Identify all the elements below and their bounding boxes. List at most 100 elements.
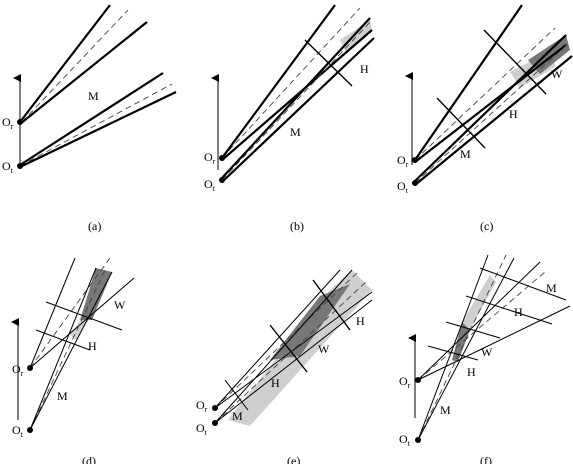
transmitter-origin-label: Ot [397, 179, 409, 195]
transmitter-origin-dot [212, 420, 218, 426]
panel-a: Or Ot M (a) [2, 4, 177, 233]
receiver-beam-edge [221, 29, 373, 161]
receiver-origin-dot [219, 155, 225, 161]
receiver-beam-edge [414, 4, 523, 161]
transmitter-beam-edge [214, 299, 373, 424]
receiver-beam-axis [417, 271, 546, 381]
transmitter-origin-dot [27, 427, 33, 433]
receiver-origin-label: Or [204, 150, 216, 166]
transmitter-origin-dot [415, 437, 421, 443]
region-label-h: H [88, 339, 97, 353]
transmitter-beam-edge [414, 34, 567, 182]
receiver-origin-dot [17, 119, 23, 125]
range-gate-line [479, 267, 567, 301]
transmitter-origin-label: Ot [204, 177, 216, 193]
caption-b: (b) [290, 219, 304, 233]
range-gate-line [312, 279, 351, 331]
region-label-w: W [318, 342, 330, 356]
transmitter-beam-axis [417, 254, 507, 441]
receiver-beam-edge [19, 4, 111, 123]
region-label-m: M [440, 403, 451, 417]
region-label-m: M [57, 389, 68, 403]
panel-f: Or Ot M H W H M (f) [399, 254, 571, 464]
region-label-h: H [514, 305, 523, 319]
receiver-beam-axis [221, 7, 361, 159]
transmitter-beam-axis [414, 41, 571, 184]
range-gate-line [465, 295, 553, 325]
transmitter-origin-label: Ot [196, 421, 208, 437]
panel-c: Or Ot W H M (c) [397, 4, 573, 233]
region-label-w: W [481, 345, 493, 359]
receiver-beam-edge [214, 269, 341, 409]
transmitter-beam-edge [19, 72, 164, 166]
receiver-beam-axis [214, 271, 359, 409]
transmitter-beam-edge [417, 254, 489, 441]
region-label-w: W [114, 298, 126, 312]
receiver-origin-dot [212, 405, 218, 411]
region-label-m: M [546, 281, 557, 295]
transmitter-beam-edge [19, 91, 177, 168]
region-label-m: M [232, 409, 243, 423]
region-label-h: H [467, 365, 476, 379]
range-gate-line [45, 301, 123, 331]
receiver-origin-dot [27, 365, 33, 371]
region-label-m: M [290, 125, 301, 139]
range-gate-line [224, 379, 249, 411]
overlap-region-shading-dark [528, 35, 570, 74]
transmitter-beam-axis [221, 19, 373, 181]
transmitter-beam-edge [414, 55, 573, 186]
region-label-m: M [460, 147, 471, 161]
beam-region-shading-light [462, 275, 496, 330]
region-label-h: H [271, 376, 280, 390]
transmitter-beam-edge [29, 271, 113, 431]
caption-a: (a) [88, 219, 101, 233]
region-label-m: M [88, 89, 99, 103]
receiver-origin-dot [412, 157, 418, 163]
overlap-region-shading-dark [452, 322, 470, 362]
receiver-beam-edge [414, 44, 567, 163]
transmitter-origin-label: Ot [399, 432, 411, 448]
transmitter-beam-edge [214, 269, 353, 424]
transmitter-origin-dot [219, 177, 225, 183]
region-label-h: H [360, 62, 369, 76]
range-gate-line [436, 97, 486, 149]
caption-c: (c) [480, 219, 493, 233]
panel-e: Or Ot H W H M (e) [196, 269, 373, 464]
overlap-region-shading-dark [80, 268, 112, 320]
caption-e: (e) [287, 454, 300, 464]
receiver-origin-label: Or [2, 115, 14, 131]
receiver-beam-edge [417, 305, 571, 381]
region-label-h: H [509, 107, 518, 121]
receiver-beam-edge [221, 4, 336, 159]
caption-f: (f) [480, 454, 492, 464]
transmitter-beam-edge [221, 37, 375, 183]
range-gate-line [427, 345, 479, 361]
transmitter-beam-edge [417, 257, 515, 441]
region-label-w: W [551, 67, 563, 81]
range-gate-line [35, 329, 91, 351]
transmitter-origin-dot [17, 163, 23, 169]
transmitter-beam-edge [221, 17, 371, 179]
panel-b: Or Ot H M (b) [204, 4, 375, 233]
transmitter-beam-axis [19, 83, 173, 167]
receiver-origin-label: Or [196, 398, 208, 414]
range-gate-line [304, 39, 353, 87]
receiver-origin-label: Or [399, 374, 411, 390]
range-gate-line [483, 29, 547, 95]
receiver-beam-edge [29, 277, 135, 369]
receiver-beam-axis [414, 27, 556, 161]
receiver-origin-label: Or [397, 153, 409, 169]
receiver-beam-axis [21, 9, 129, 123]
transmitter-origin-dot [412, 180, 418, 186]
receiver-beam-axis [29, 257, 111, 369]
receiver-beam-edge [214, 291, 373, 409]
receiver-beam-edge [29, 257, 76, 369]
overlap-region-shading [340, 20, 372, 52]
caption-d: (d) [82, 454, 96, 464]
transmitter-origin-label: Ot [12, 423, 24, 439]
panel-d: Or Ot W H M (d) [11, 257, 135, 464]
range-gate-line [445, 321, 501, 339]
receiver-beam-edge [417, 261, 541, 381]
